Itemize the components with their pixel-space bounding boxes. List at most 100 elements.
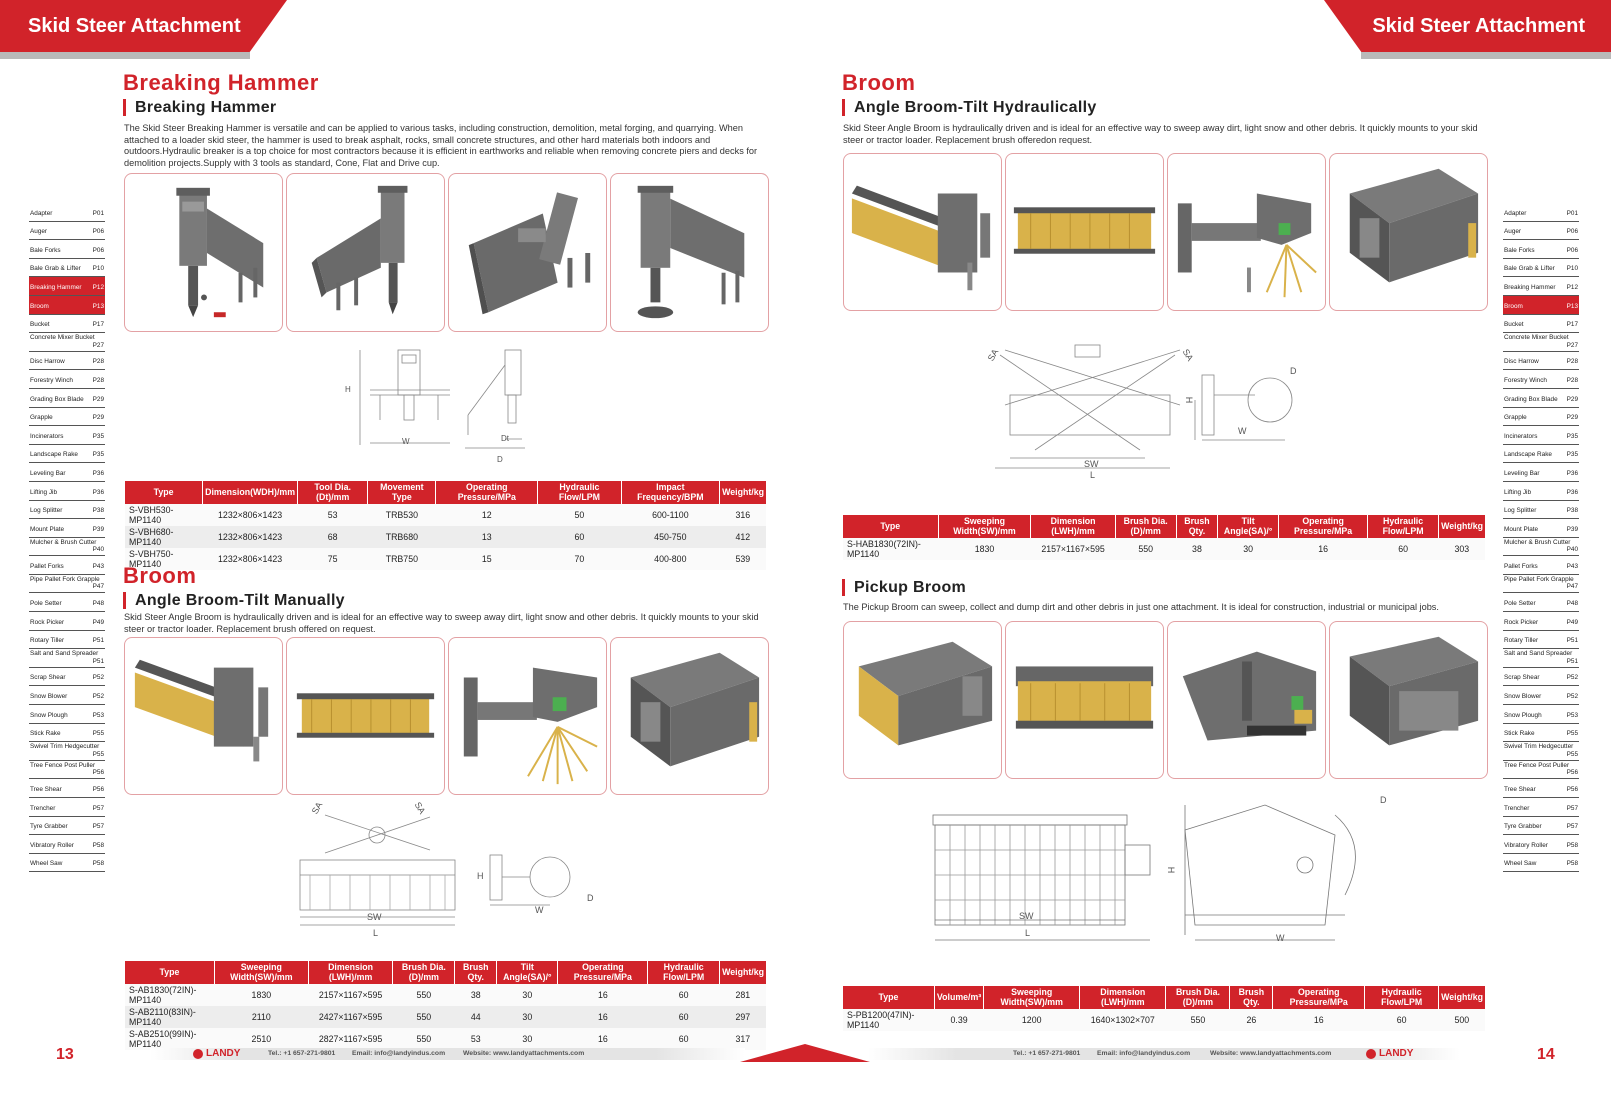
table-header-cell: Dimension (LWH)/mm (308, 961, 394, 984)
index-item[interactable]: Adapter P01 (1503, 203, 1579, 222)
page-number-right: 14 (1537, 1046, 1555, 1063)
index-item-name: Pallet Forks (30, 562, 64, 570)
index-item-name: Disc Harrow (1504, 358, 1539, 366)
table-cell: S-VBH680-MP1140 (125, 526, 203, 548)
subtitle-angle-broom-tilt-hydraulically: Angle Broom-Tilt Hydraulically (842, 99, 1097, 116)
table-header-cell: Operating Pressure/MPa (557, 961, 649, 984)
dim-label-w: W (1276, 933, 1285, 943)
index-item-name: Adapter (1504, 209, 1527, 217)
dim-label-w: W (1238, 426, 1247, 436)
index-item-page: P52 (1566, 693, 1578, 701)
table-header-cell: Hydraulic Flow/LPM (1364, 986, 1440, 1009)
index-item-page: P01 (1566, 209, 1578, 217)
index-item-page: P47 (1566, 583, 1578, 591)
table-cell: 2157×1167×595 (308, 984, 393, 1006)
product-photo-broom-hydraulic-2 (1005, 153, 1164, 311)
table-cell: 38 (1176, 538, 1218, 560)
description-angle-broom-manual: Skid Steer Angle Broom is hydraulically … (124, 612, 759, 634)
table-cell: 1200 (983, 1009, 1080, 1031)
dim-label-l: L (373, 928, 379, 938)
table-cell: 30 (496, 1006, 558, 1028)
technical-drawing-angle-broom-manual: SA SA SW L H W D (295, 800, 600, 940)
dim-label-d: D (587, 893, 594, 903)
product-photo-hammer-2 (286, 173, 445, 332)
index-item-name: Wheel Saw (1504, 860, 1537, 868)
index-item-page: P51 (92, 637, 104, 645)
index-item-page: P48 (92, 600, 104, 608)
index-item-page: P12 (1566, 283, 1578, 291)
